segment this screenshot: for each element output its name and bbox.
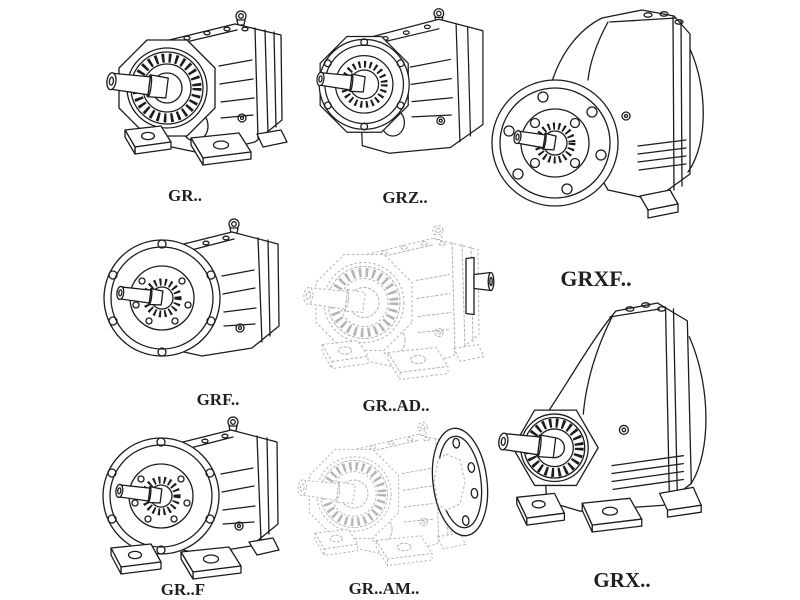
label-gr: GR.. — [168, 186, 202, 205]
drawing-grff — [80, 404, 292, 584]
drawing-gram — [287, 414, 497, 579]
label-gram: GR..AM.. — [348, 579, 420, 598]
label-grz: GRZ.. — [382, 188, 428, 207]
drawing-grad — [292, 214, 495, 394]
label-grad: GR..AD.. — [362, 396, 430, 415]
drawing-grz — [295, 2, 487, 182]
drawing-gr — [95, 2, 295, 177]
drawing-grxf — [498, 4, 713, 244]
drawing-grx — [497, 295, 725, 545]
input-shaft-adapter — [465, 256, 495, 316]
drawing-grf — [82, 206, 292, 386]
label-grxf: GRXF.. — [560, 266, 632, 291]
label-grff: GR..F — [160, 580, 206, 599]
label-grf: GRF.. — [196, 390, 240, 409]
motor-adapter-flange — [431, 427, 489, 537]
label-grx: GRX.. — [593, 568, 651, 592]
